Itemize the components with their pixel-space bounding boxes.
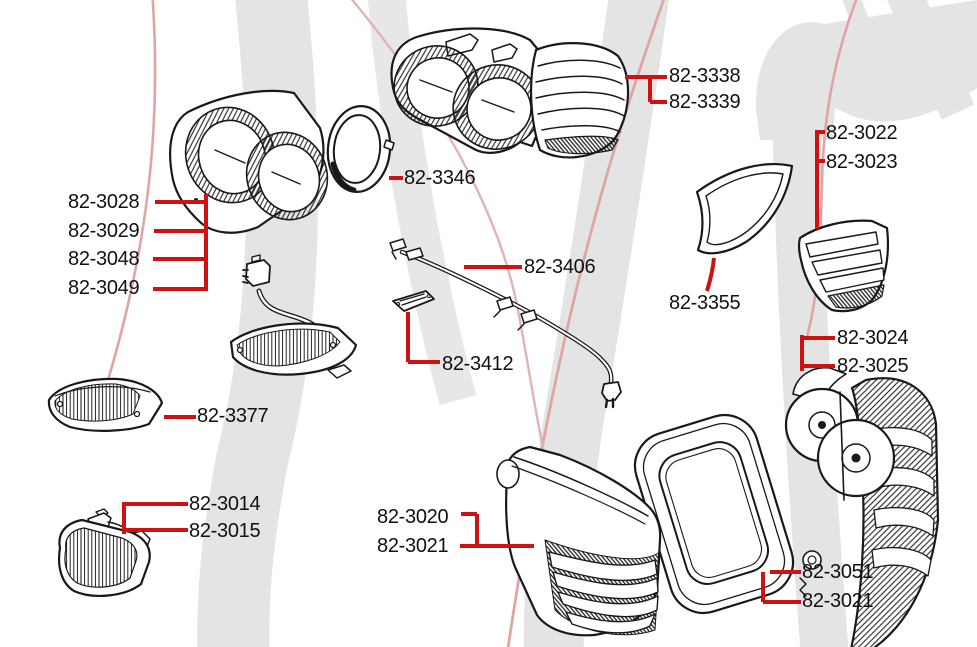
part-label-headlamp-assembly: 82-3339 xyxy=(669,91,741,113)
leader-lines-layer xyxy=(122,75,835,604)
part-label-tail-lamp-surround: 82-3051 xyxy=(802,561,874,583)
part-label-tail-lamp-reflector-assembly: 82-3024 xyxy=(837,327,909,349)
part-marker-lamp-with-connector xyxy=(229,254,358,379)
part-mounting-plate xyxy=(392,290,435,312)
leader-curve xyxy=(705,257,716,292)
part-label-tail-lamp-housing: 82-3020 xyxy=(377,506,449,528)
part-label-corner-lens: 82-3355 xyxy=(669,292,741,314)
part-wiring-harness xyxy=(389,238,622,409)
part-label-marker-lens: 82-3377 xyxy=(197,405,269,427)
part-tail-lamp-reflector-assembly xyxy=(784,367,940,647)
part-label-front-corner-finned-lens: 82-3022 xyxy=(826,122,898,144)
part-tail-lamp-housing xyxy=(496,445,662,637)
part-label-headlamp-assembly: 82-3338 xyxy=(669,65,741,87)
part-headlamp-trim-ring xyxy=(326,105,395,193)
part-label-fog-lamp: 82-3015 xyxy=(189,520,261,542)
part-label-headlamp-bezel: 82-3048 xyxy=(68,248,140,270)
part-label-headlamp-bezel: 82-3049 xyxy=(68,277,140,299)
part-corner-lens xyxy=(695,163,794,255)
part-label-tail-lamp-surround: 82-3021 xyxy=(802,590,874,612)
part-label-headlamp-trim-ring: 82-3346 xyxy=(404,167,476,189)
part-fog-lamp xyxy=(57,508,151,597)
part-tail-lamp-surround xyxy=(633,413,795,615)
part-headlamp-assembly xyxy=(390,27,630,159)
part-label-headlamp-bezel: 82-3028 xyxy=(68,191,140,213)
part-label-front-corner-finned-lens: 82-3023 xyxy=(826,151,898,173)
part-label-headlamp-bezel: 82-3029 xyxy=(68,220,140,242)
part-headlamp-bezel xyxy=(169,89,329,234)
part-front-corner-finned-lens xyxy=(797,219,890,313)
part-label-tail-lamp-reflector-assembly: 82-3025 xyxy=(837,355,909,377)
part-marker-lens xyxy=(47,377,164,432)
part-label-mounting-plate: 82-3412 xyxy=(442,353,514,375)
part-label-wiring-harness: 82-3406 xyxy=(524,256,596,278)
part-label-fog-lamp: 82-3014 xyxy=(189,493,261,515)
part-label-tail-lamp-housing: 82-3021 xyxy=(377,535,449,557)
